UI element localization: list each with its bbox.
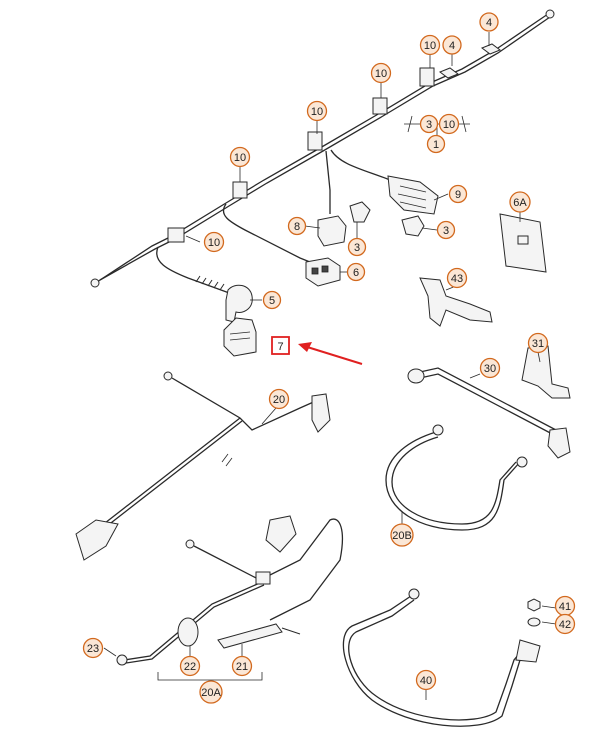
- callout-30: 30: [479, 357, 501, 379]
- callout-22: 22: [179, 655, 201, 677]
- callout-10-a: 10: [419, 34, 441, 56]
- long-ground-cable: [342, 588, 541, 727]
- lower-harness-assembly: [116, 515, 344, 666]
- svg-text:8: 8: [294, 221, 300, 233]
- svg-text:42: 42: [559, 619, 571, 631]
- svg-text:10: 10: [234, 152, 246, 164]
- svg-text:4: 4: [486, 17, 492, 29]
- callout-42: 42: [554, 613, 576, 635]
- callout-20: 20: [268, 388, 290, 410]
- svg-text:20A: 20A: [201, 687, 221, 699]
- callout-8: 8: [287, 216, 307, 236]
- callout-4-top: 4: [479, 12, 499, 32]
- callout-20a: 20A: [199, 680, 223, 704]
- connector-plug: [305, 257, 341, 287]
- connector-boot: [225, 284, 253, 323]
- callout-9: 9: [448, 184, 468, 204]
- callout-40: 40: [415, 669, 437, 691]
- svg-text:23: 23: [87, 643, 99, 655]
- svg-text:5: 5: [269, 295, 275, 307]
- callout-10-c: 10: [306, 100, 328, 122]
- callout-31: 31: [527, 332, 549, 354]
- svg-text:20B: 20B: [392, 530, 412, 542]
- svg-text:6A: 6A: [513, 197, 527, 209]
- callout-6a: 6A: [509, 191, 531, 213]
- svg-text:22: 22: [184, 661, 196, 673]
- connector-socket: [317, 215, 347, 247]
- callout-23: 23: [82, 637, 104, 659]
- multi-pin-connector: [387, 175, 439, 215]
- connector-housing: [223, 317, 257, 357]
- highlight-arrow: [298, 342, 363, 365]
- svg-text:3: 3: [426, 119, 432, 131]
- callout-4-mid: 4: [442, 35, 462, 55]
- callout-21: 21: [231, 655, 253, 677]
- callout-10-group: 10: [438, 113, 460, 135]
- support-bracket: [521, 345, 571, 399]
- callout-10-e: 10: [203, 231, 225, 253]
- svg-text:9: 9: [455, 189, 461, 201]
- callout-6: 6: [346, 262, 366, 282]
- svg-text:6: 6: [353, 267, 359, 279]
- callout-5: 5: [262, 290, 282, 310]
- svg-text:10: 10: [208, 237, 220, 249]
- svg-text:20: 20: [273, 394, 285, 406]
- callout-10-b: 10: [370, 62, 392, 84]
- leader-lines: [103, 32, 557, 700]
- svg-text:10: 10: [311, 106, 323, 118]
- callout-43: 43: [446, 267, 468, 289]
- svg-text:7: 7: [277, 341, 283, 353]
- callout-3-group: 3: [419, 114, 439, 134]
- svg-text:21: 21: [236, 661, 248, 673]
- svg-text:41: 41: [559, 601, 571, 613]
- sensor-small: [349, 201, 425, 237]
- svg-text:10: 10: [443, 119, 455, 131]
- svg-text:40: 40: [420, 675, 432, 687]
- ground-strap: [75, 371, 331, 561]
- battery-loop-cable: [385, 424, 528, 531]
- callout-3-sensor-a: 3: [347, 237, 367, 257]
- svg-text:3: 3: [354, 242, 360, 254]
- svg-text:3: 3: [443, 225, 449, 237]
- svg-text:1: 1: [433, 139, 439, 151]
- mounting-bracket: [419, 277, 493, 327]
- callout-3-sensor-b: 3: [436, 220, 456, 240]
- label-plate: [499, 213, 547, 273]
- svg-text:30: 30: [484, 363, 496, 375]
- callout-1: 1: [426, 134, 446, 154]
- svg-text:4: 4: [449, 40, 455, 52]
- svg-text:31: 31: [532, 338, 544, 350]
- svg-text:10: 10: [375, 68, 387, 80]
- callout-20b: 20B: [390, 523, 414, 547]
- callout-41: 41: [554, 595, 576, 617]
- callout-10-d: 10: [229, 146, 251, 168]
- main-wiring-harness: [90, 9, 555, 295]
- callout-7-highlighted: 7: [271, 336, 290, 355]
- nut-and-washer: [527, 598, 541, 627]
- svg-text:43: 43: [451, 273, 463, 285]
- svg-text:10: 10: [424, 40, 436, 52]
- battery-cable: [407, 367, 571, 459]
